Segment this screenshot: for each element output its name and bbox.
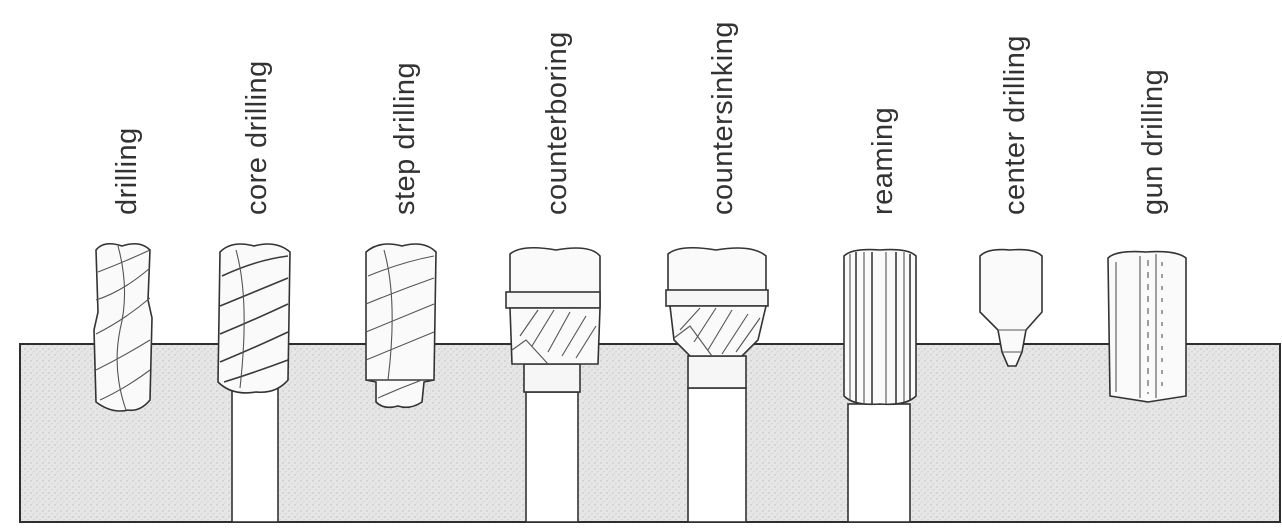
reaming-hole <box>847 403 911 523</box>
workpiece-block <box>19 343 1281 523</box>
step-drilling-tool <box>365 243 437 409</box>
center-drilling-tool <box>979 248 1043 367</box>
countersinking-tool <box>665 246 769 523</box>
reaming-tool <box>843 248 917 523</box>
counterboring-tool <box>505 246 601 523</box>
label-reaming: reaming <box>867 107 899 215</box>
counterboring-pilot-hole <box>525 391 579 523</box>
label-core-drilling: core drilling <box>241 60 273 215</box>
drilling-tool <box>93 242 153 412</box>
label-center-drilling: center drilling <box>999 35 1031 215</box>
label-drilling: drilling <box>111 127 143 215</box>
label-step-drilling: step drilling <box>389 62 421 215</box>
label-gun-drilling: gun drilling <box>1137 69 1169 215</box>
gun-drilling-tool <box>1107 250 1187 403</box>
label-counterboring: counterboring <box>541 31 573 215</box>
core-drilling-hole <box>231 387 279 523</box>
countersinking-hole <box>687 387 747 523</box>
label-countersinking: countersinking <box>707 21 739 215</box>
core-drilling-tool <box>217 243 291 523</box>
